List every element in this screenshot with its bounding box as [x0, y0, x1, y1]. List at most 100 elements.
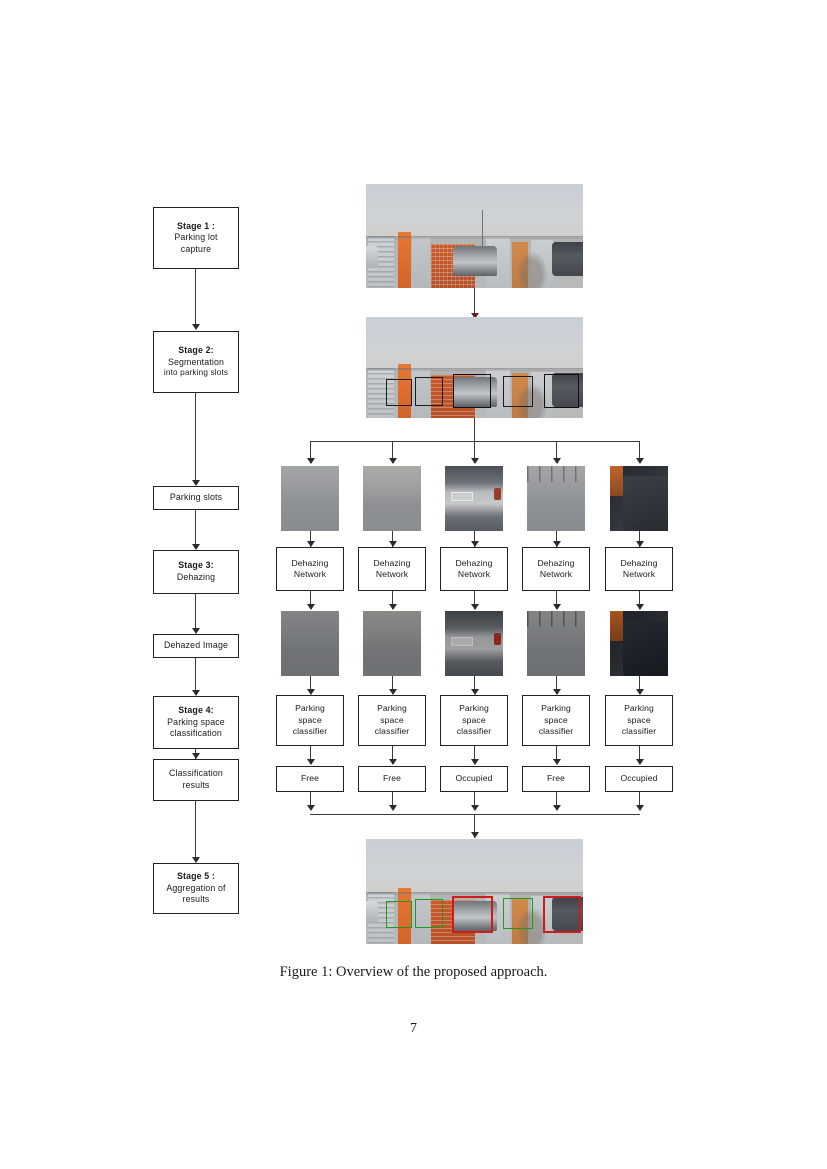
arrow-dehaze2-to-out2 — [388, 604, 397, 610]
arrow-classifier2-to-result2 — [388, 759, 397, 765]
arrow-slot4-to-dehaze4 — [552, 541, 561, 547]
line-dehaze1-to-out1 — [310, 591, 312, 609]
classification-results-line-1: Classification — [169, 768, 223, 779]
dehazing-network-1-line-1: Dehazing — [291, 557, 329, 568]
arrow-stage4-classresults — [191, 753, 200, 759]
car-right — [552, 242, 583, 276]
line-slot1-to-dehaze1 — [310, 531, 312, 548]
car-rear-plate — [451, 492, 473, 501]
parking-space-classifier-box-5: Parking space classifier — [605, 695, 673, 746]
merge-stem-3 — [474, 792, 476, 809]
classifier-3-line-3: classifier — [456, 726, 492, 737]
slot-result-label-2: Free — [382, 773, 402, 784]
hazy-slot-image-1 — [281, 466, 339, 531]
arrow-parkingslots-stage3 — [191, 544, 200, 550]
figure-caption: Figure 1: Overview of the proposed appro… — [279, 964, 548, 980]
stage-5-line-3: results — [182, 894, 210, 905]
classifier-3-line-2: space — [462, 714, 486, 725]
parking-space-classifier-box-2: Parking space classifier — [358, 695, 426, 746]
building-gray-mid — [412, 238, 430, 288]
stage-4-line-3: classification — [170, 728, 222, 739]
arrow-classifier4-to-result4 — [552, 759, 561, 765]
branch-trunk-vertical — [474, 418, 476, 442]
connector-classresults-stage5 — [195, 801, 197, 862]
stage-5-line-2: Aggregation of — [166, 882, 226, 893]
arrow-dehaze3-to-out3 — [470, 604, 479, 610]
fence-line-seg — [366, 367, 583, 371]
arrow-classresults-stage5 — [191, 857, 200, 863]
stage-1-box: Stage 1 : Parking lot capture — [153, 207, 239, 269]
fence-posts-4 — [527, 466, 585, 482]
hazy-slot-image-5 — [610, 466, 668, 531]
orange-building-sliver-dehazed — [610, 611, 623, 641]
line-classifier4-to-result4 — [556, 746, 558, 764]
line-out3-to-classifier3 — [474, 676, 476, 694]
fence-line — [366, 236, 583, 239]
classifier-2-line-2: space — [380, 714, 404, 725]
result-overlay-box-1-free — [386, 901, 412, 928]
classification-results-line-2: results — [182, 780, 210, 790]
merge-stem-5 — [639, 792, 641, 809]
car-rear-plate-dehazed — [451, 637, 473, 646]
parking-space-classifier-box-3: Parking space classifier — [440, 695, 508, 746]
merge-arrow-3 — [470, 805, 479, 811]
slot-result-box-1: Free — [276, 766, 344, 792]
fence-line-final — [366, 891, 583, 895]
arrow-out2-to-classifier2 — [388, 689, 397, 695]
stage-4-line-1: Stage 4: — [178, 705, 214, 716]
arrow-merge-to-final — [470, 832, 479, 838]
building-orange-tall-seg — [398, 364, 411, 418]
hazy-slot-image-2 — [363, 466, 421, 531]
classifier-1-line-2: space — [298, 714, 322, 725]
arrow-out3-to-classifier3 — [470, 689, 479, 695]
stage-2-line-1: Stage 2: — [178, 344, 214, 355]
stage-2-line-2: Segmentation — [167, 356, 225, 367]
hazy-slot-image-3 — [445, 466, 503, 531]
arrow-classifier5-to-result5 — [635, 759, 644, 765]
page-number: 7 — [410, 1021, 417, 1036]
parking-space-classifier-box-4: Parking space classifier — [522, 695, 590, 746]
merge-stem-2 — [392, 792, 394, 809]
branch-drop-3 — [474, 441, 476, 461]
stage-5-line-1: Stage 5 : — [176, 871, 215, 882]
fence-posts-4-dehazed — [527, 611, 585, 627]
arrow-stage2-parkingslots — [191, 480, 200, 486]
arrow-stage1-stage2 — [191, 324, 200, 330]
classifier-2-line-3: classifier — [374, 726, 410, 737]
stage-1-line-1: Stage 1 : — [176, 220, 215, 231]
dehazing-network-box-4: Dehazing Network — [522, 547, 590, 591]
stage-4-line-2: Parking space — [167, 716, 225, 727]
connector-dehazed-stage4 — [195, 658, 197, 694]
slot-result-label-1: Free — [300, 773, 320, 784]
car-taillight — [494, 488, 501, 500]
merge-stem-1 — [310, 792, 312, 809]
branch-arrow-1 — [306, 458, 315, 464]
arrow-slot5-to-dehaze5 — [635, 541, 644, 547]
line-classifier3-to-result3 — [474, 746, 476, 764]
branch-drop-4 — [556, 441, 558, 461]
line-slot2-to-dehaze2 — [392, 531, 394, 548]
car-taillight-dehazed — [494, 633, 501, 645]
classifier-3-line-1: Parking — [459, 703, 489, 714]
dehazing-network-5-line-1: Dehazing — [620, 557, 658, 568]
slot-result-label-4: Free — [546, 773, 566, 784]
classifier-4-line-2: space — [544, 714, 568, 725]
sky-region-final — [366, 839, 583, 894]
slot-box-3 — [453, 374, 491, 408]
car-right-seg — [552, 373, 583, 407]
line-dehaze5-to-out5 — [639, 591, 641, 609]
merge-trunk-to-final — [474, 814, 476, 838]
building-left-seg — [368, 368, 394, 418]
line-out4-to-classifier4 — [556, 676, 558, 694]
line-classifier1-to-result1 — [310, 746, 312, 764]
classifier-1-line-3: classifier — [292, 726, 328, 737]
arrow-classifier3-to-result3 — [470, 759, 479, 765]
car-far-left-final — [366, 901, 378, 923]
branch-arrow-4 — [552, 458, 561, 464]
arrow-out1-to-classifier1 — [306, 689, 315, 695]
line-slot3-to-dehaze3 — [474, 531, 476, 548]
building-far-right — [531, 240, 553, 288]
arrow-dehazed-stage4 — [191, 690, 200, 696]
classifier-5-line-1: Parking — [624, 703, 654, 714]
